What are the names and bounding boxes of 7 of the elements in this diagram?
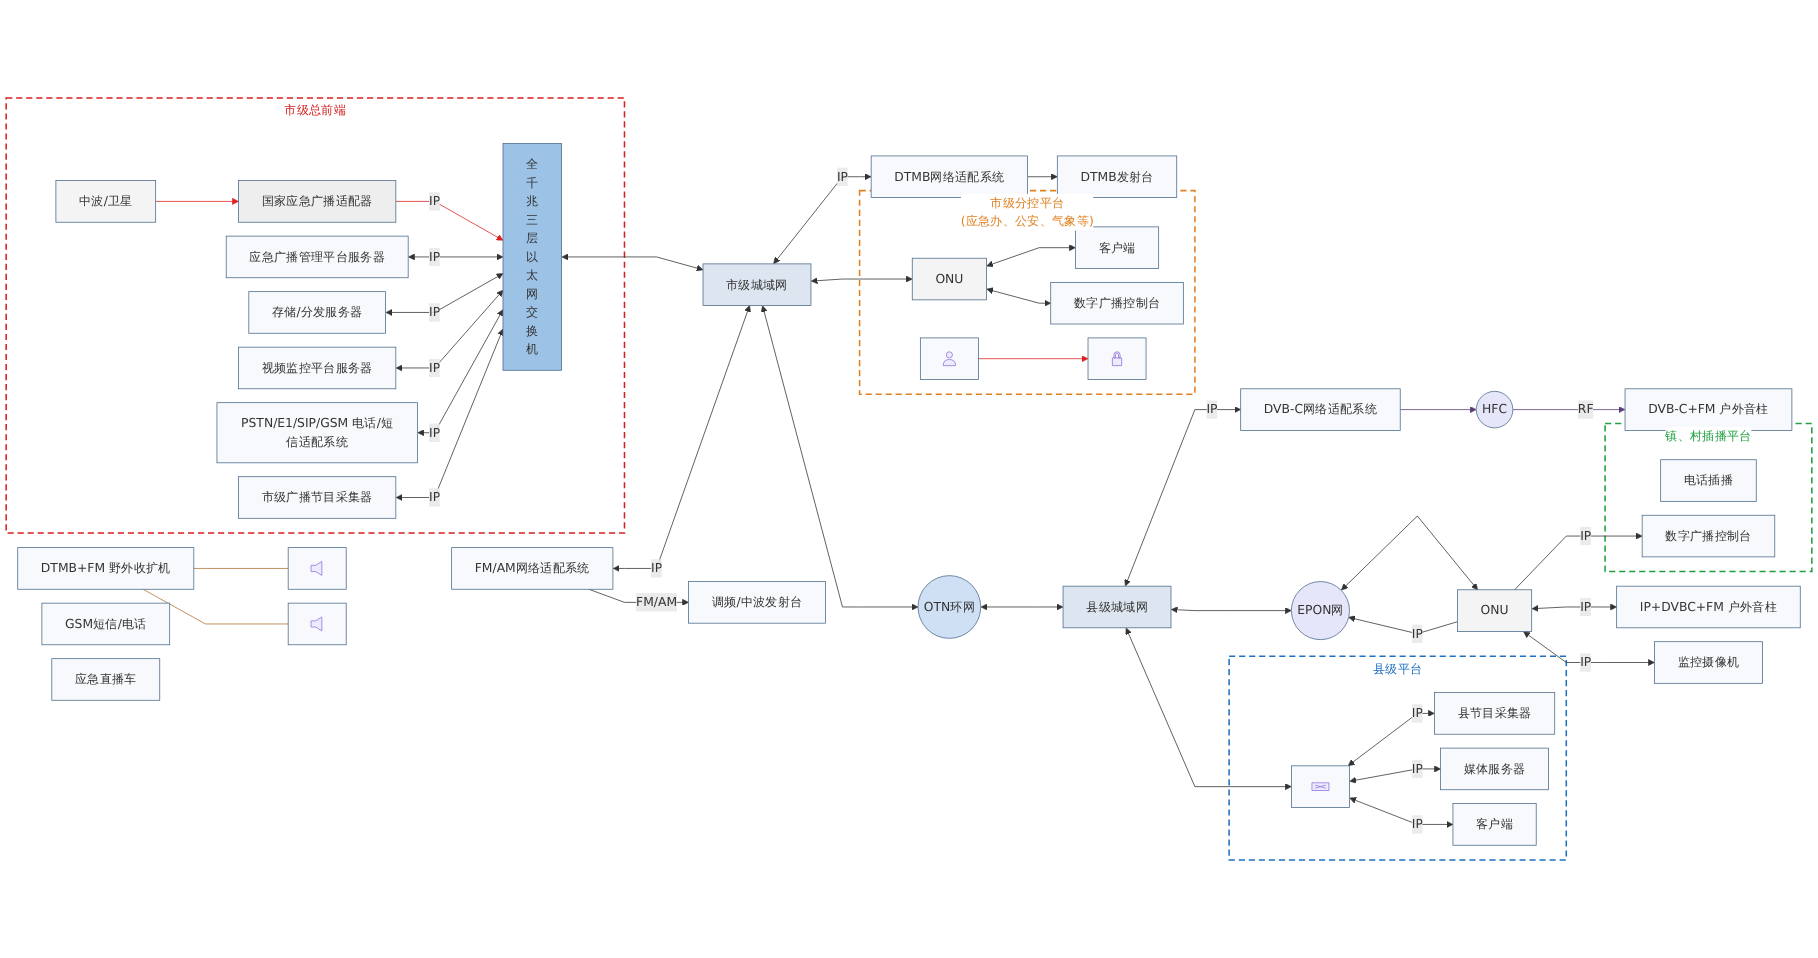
node-picture — [1291, 765, 1350, 808]
node-picture — [1087, 337, 1147, 380]
node-picture — [287, 547, 347, 590]
node-picture — [287, 602, 347, 646]
connector — [193, 568, 289, 569]
connector — [142, 588, 289, 625]
node-person — [919, 337, 979, 380]
